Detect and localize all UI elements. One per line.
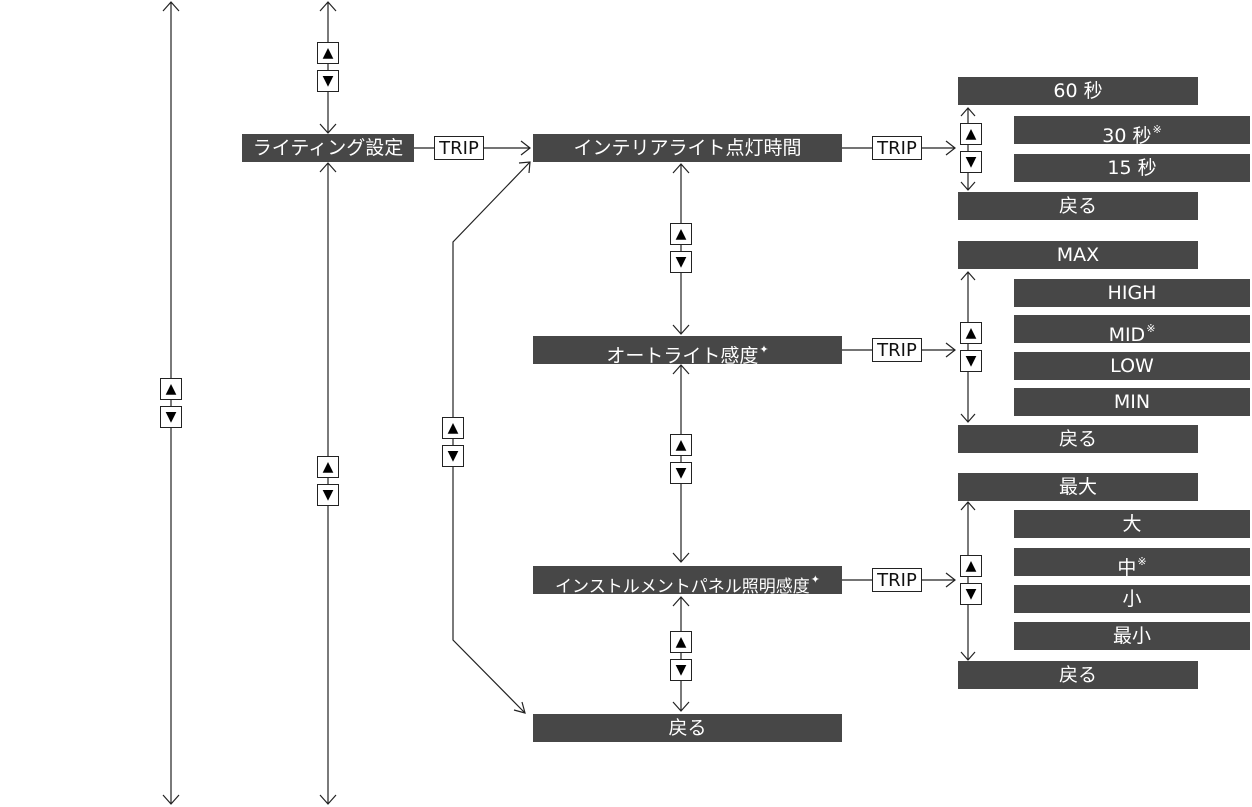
option-60s: 60 秒 (958, 77, 1198, 105)
trip-button-main: TRIP (434, 136, 484, 160)
back-label: 戻る (1058, 195, 1097, 217)
lighting-settings-box: ライティング設定 (242, 134, 414, 162)
down-arrow-icon: ▼ (670, 462, 692, 484)
option-30s: 30 秒※ (1014, 116, 1250, 144)
option-15s: 15 秒 (1014, 154, 1250, 182)
back-label: 戻る (668, 717, 707, 739)
interior-light-time-box: インテリアライト点灯時間 (533, 134, 842, 162)
option-medium: 中※ (1014, 548, 1250, 576)
option-label: 最小 (1112, 625, 1151, 647)
instrument-panel-sensitivity-label: インストルメントパネル照明感度 (555, 577, 810, 594)
auto-light-sensitivity-box: オートライト感度✦ (533, 336, 842, 364)
trip-button-interior: TRIP (872, 136, 922, 160)
option-label: 60 秒 (1053, 80, 1103, 102)
down-arrow-icon: ▼ (960, 151, 982, 173)
up-arrow-icon: ▲ (670, 434, 692, 456)
option-max-jp: 最大 (958, 473, 1198, 501)
option-label: 大 (1122, 513, 1142, 535)
option-max: MAX (958, 241, 1198, 269)
reference-mark: ✦ (759, 343, 769, 356)
up-arrow-icon: ▲ (670, 631, 692, 653)
up-arrow-icon: ▲ (442, 417, 464, 439)
trip-button-autolight: TRIP (872, 338, 922, 362)
option-label: 15 秒 (1107, 157, 1157, 179)
auto-light-sensitivity-label: オートライト感度 (606, 345, 759, 364)
down-arrow-icon: ▼ (442, 445, 464, 467)
back-label: 戻る (1058, 664, 1097, 686)
down-arrow-icon: ▼ (160, 406, 182, 428)
default-mark: ※ (1146, 322, 1156, 335)
option-low: LOW (1014, 352, 1250, 380)
option-label: MID (1108, 324, 1146, 343)
up-arrow-icon: ▲ (317, 42, 339, 64)
option-mid: MID※ (1014, 315, 1250, 343)
down-arrow-icon: ▼ (960, 350, 982, 372)
instrument-panel-sensitivity-box: インストルメントパネル照明感度✦ (533, 566, 842, 594)
default-mark: ※ (1152, 123, 1162, 136)
down-arrow-icon: ▼ (317, 70, 339, 92)
option-min: MIN (1014, 388, 1250, 416)
interior-light-time-label: インテリアライト点灯時間 (573, 137, 802, 159)
up-arrow-icon: ▲ (960, 123, 982, 145)
option-small: 小 (1014, 585, 1250, 613)
reference-mark: ✦ (810, 573, 820, 586)
back-box-main: 戻る (533, 714, 842, 742)
up-arrow-icon: ▲ (960, 322, 982, 344)
option-label: MAX (1056, 244, 1100, 266)
up-arrow-icon: ▲ (670, 223, 692, 245)
option-label: HIGH (1107, 282, 1157, 304)
up-arrow-icon: ▲ (317, 456, 339, 478)
option-label: 30 秒 (1102, 125, 1152, 144)
back-box-autolight: 戻る (958, 425, 1198, 453)
down-arrow-icon: ▼ (960, 583, 982, 605)
default-mark: ※ (1137, 555, 1147, 568)
down-arrow-icon: ▼ (670, 251, 692, 273)
back-label: 戻る (1058, 428, 1097, 450)
trip-button-panel: TRIP (872, 568, 922, 592)
option-label: 小 (1122, 588, 1142, 610)
up-arrow-icon: ▲ (160, 378, 182, 400)
option-label: MIN (1113, 391, 1151, 413)
option-label: 中 (1117, 557, 1137, 576)
down-arrow-icon: ▼ (670, 659, 692, 681)
back-box-panel: 戻る (958, 661, 1198, 689)
up-arrow-icon: ▲ (960, 555, 982, 577)
option-label: LOW (1110, 355, 1154, 377)
down-arrow-icon: ▼ (317, 484, 339, 506)
option-label: 最大 (1058, 476, 1097, 498)
option-high: HIGH (1014, 279, 1250, 307)
back-box-interior: 戻る (958, 192, 1198, 220)
option-large: 大 (1014, 510, 1250, 538)
option-min-jp: 最小 (1014, 622, 1250, 650)
